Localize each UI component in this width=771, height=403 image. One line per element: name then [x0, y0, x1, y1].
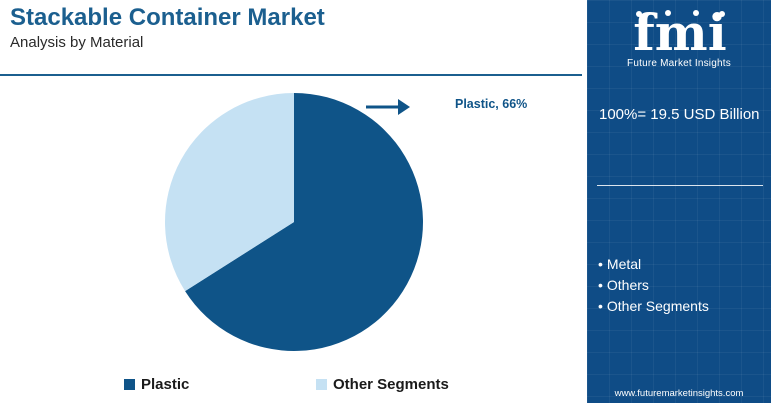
fmi-logo-icon: fmi	[633, 8, 726, 54]
other-segments-list: •Metal •Others •Other Segments	[598, 254, 709, 317]
legend-item-other-segments: Other Segments	[316, 374, 449, 394]
legend-swatch-plastic	[124, 378, 135, 390]
header-divider	[0, 74, 582, 76]
legend-swatch-other-segments	[316, 378, 327, 390]
list-item: •Metal	[598, 256, 642, 272]
page-title: Stackable Container Market	[10, 4, 325, 31]
info-panel: fmi Future Market Insights 100%= 19.5 US…	[587, 0, 771, 403]
pie-callout-label: Plastic, 66%	[455, 97, 528, 111]
logo-text: fmi	[633, 8, 726, 54]
pie-slice-other-segments	[164, 93, 294, 292]
pie-slice-plastic	[185, 93, 423, 351]
legend-label: Plastic	[141, 375, 190, 393]
logo-subtitle: Future Market Insights	[627, 58, 731, 69]
list-item: •Others	[598, 277, 649, 293]
market-total: 100%= 19.5 USD Billion	[599, 106, 760, 123]
list-item: •Other Segments	[598, 298, 709, 314]
panel-background-pattern	[587, 0, 771, 403]
panel-divider	[597, 185, 763, 186]
website-link[interactable]: www.futuremarketinsights.com	[614, 388, 744, 399]
arrow-right-icon	[366, 99, 410, 115]
page-subtitle: Analysis by Material	[10, 34, 144, 51]
legend-item-plastic: Plastic	[124, 374, 189, 394]
legend-label: Other Segments	[333, 375, 449, 393]
pie-chart	[164, 93, 423, 351]
